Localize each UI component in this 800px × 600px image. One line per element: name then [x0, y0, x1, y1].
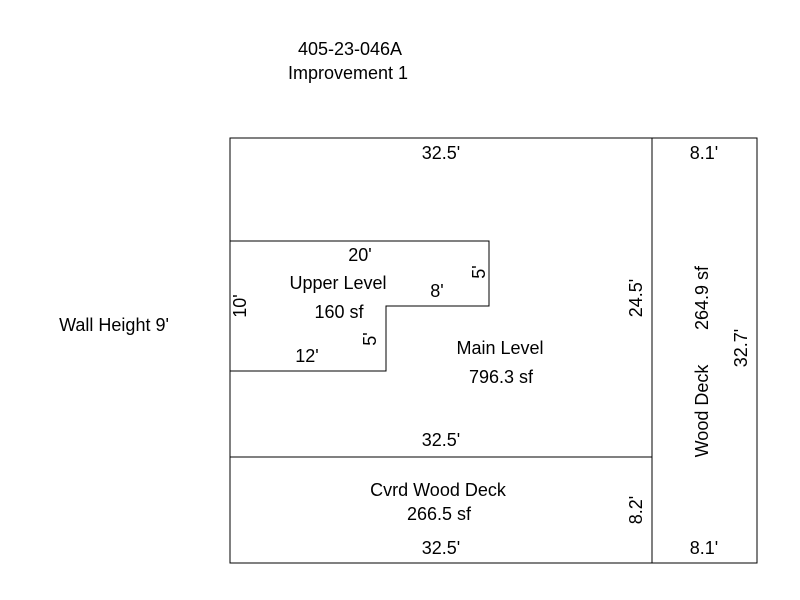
main-level-top-dimension: 32.5'	[422, 143, 460, 163]
wood-deck-name: Wood Deck	[692, 364, 712, 458]
wood-deck-outline	[651, 137, 758, 564]
upper-level-right-dimension: 5'	[469, 265, 489, 278]
upper-level-area: 160 sf	[314, 302, 364, 322]
upper-level-outline	[230, 240, 490, 372]
wood-deck-bottom-dimension: 8.1'	[690, 538, 718, 558]
main-level-right-dimension: 24.5'	[626, 279, 646, 317]
wood-deck-right-dimension: 32.7'	[731, 329, 751, 367]
main-level-area: 796.3 sf	[469, 367, 534, 387]
wood-deck-area: 264.9 sf	[692, 265, 712, 330]
covered-deck-bottom-dimension: 32.5'	[422, 538, 460, 558]
covered-deck-right-dimension: 8.2'	[626, 496, 646, 524]
parcel-id: 405-23-046A	[298, 39, 402, 59]
upper-level-step-horizontal-dimension: 8'	[430, 281, 443, 301]
wood-deck-top-dimension: 8.1'	[690, 143, 718, 163]
improvement-label: Improvement 1	[288, 63, 408, 83]
wall-height-label: Wall Height 9'	[59, 315, 169, 335]
upper-level-left-dimension: 10'	[230, 294, 250, 317]
main-level-bottom-dimension: 32.5'	[422, 430, 460, 450]
covered-deck-area: 266.5 sf	[407, 504, 472, 524]
main-level-name: Main Level	[456, 338, 543, 358]
upper-level-name: Upper Level	[289, 273, 386, 293]
upper-level-bottom-dimension: 12'	[295, 346, 318, 366]
covered-deck-name: Cvrd Wood Deck	[370, 480, 507, 500]
upper-level-top-dimension: 20'	[348, 245, 371, 265]
upper-level-step-vertical-dimension: 5'	[360, 332, 380, 345]
